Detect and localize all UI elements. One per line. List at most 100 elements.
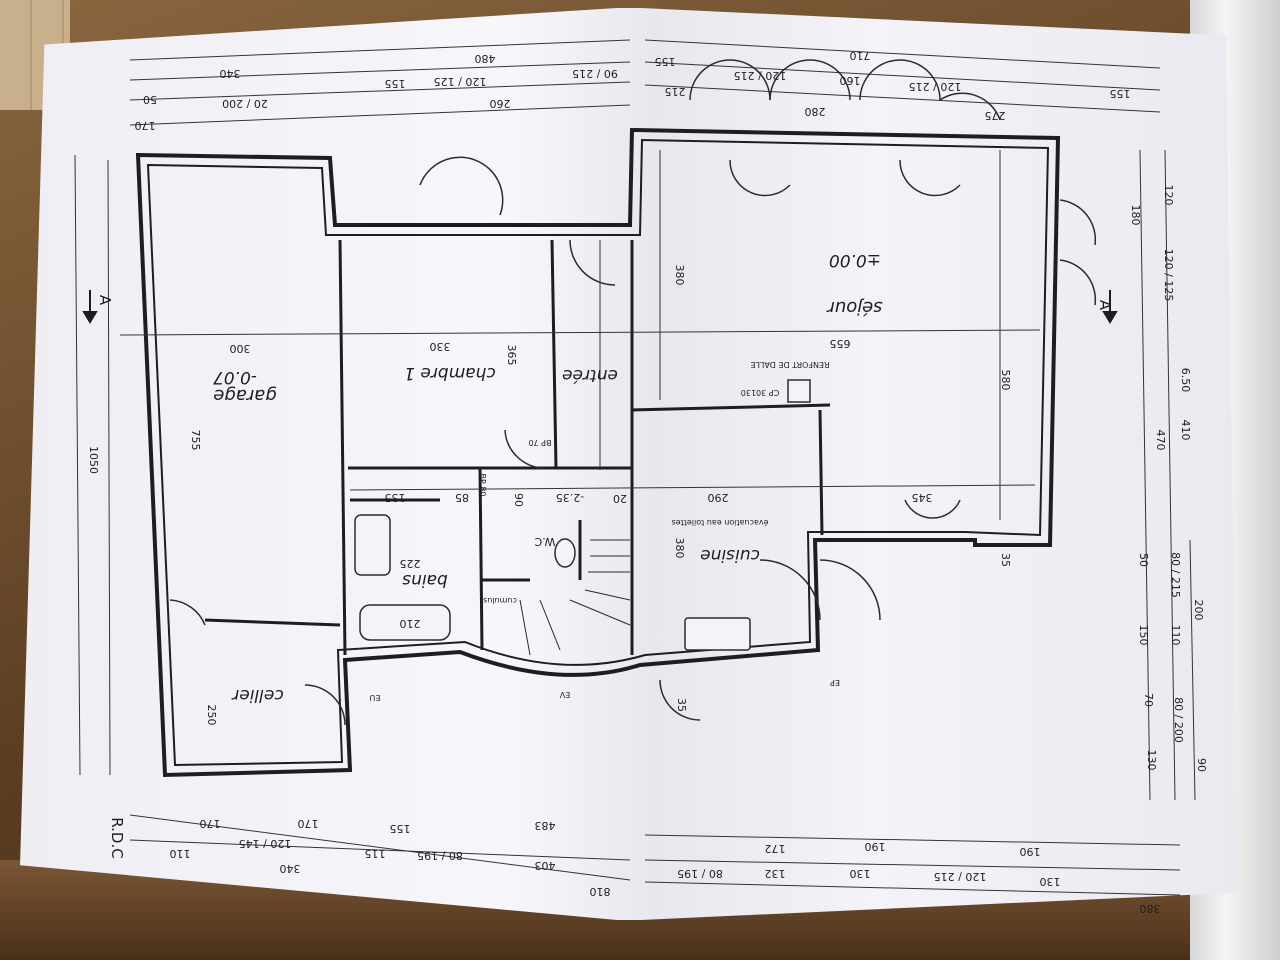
dim-label: 115: [365, 847, 386, 860]
interior-walls: [204, 239, 831, 656]
dim-label: 330: [430, 340, 451, 353]
dim-label: 50: [1137, 553, 1150, 567]
renfort-label: RENFORT DE DALLE: [750, 360, 829, 369]
dim-label: 580: [999, 370, 1012, 391]
bathroom-fixtures: [354, 379, 811, 651]
dim-label: 35: [675, 698, 688, 712]
dim-label: 210: [400, 617, 421, 630]
room-labels: garage -0.07 cellier chambre 1 entrée ba…: [213, 250, 883, 705]
dim-label: 90: [512, 493, 525, 507]
cumulus-label: cumulus: [483, 596, 517, 605]
room-label-bains: bains: [402, 570, 448, 590]
door-swings: [169, 59, 1097, 726]
dimension-lines: [74, 39, 1196, 896]
section-arrows: [82, 290, 1118, 324]
eu-label: EU: [369, 693, 380, 702]
room-label-cuisine: cuisine: [700, 545, 760, 565]
dim-label: 35: [999, 553, 1012, 567]
dim-label: 155: [655, 55, 676, 68]
dim-label: 6.50: [1179, 368, 1192, 393]
dim-label: 345: [912, 491, 933, 504]
dim-label: 130: [1040, 875, 1061, 888]
dim-label: 290: [708, 491, 729, 504]
dim-label: 80 / 215: [1169, 552, 1182, 598]
staircase: [519, 539, 631, 656]
dim-label: 1050: [87, 446, 100, 474]
ep-label: EP: [830, 678, 840, 687]
dim-label: 80 / 200: [1172, 697, 1185, 743]
dim-label: 380: [673, 538, 686, 559]
bp80-label: BP 80: [478, 473, 487, 496]
ev-label: EV: [559, 690, 570, 699]
room-label-cellier: cellier: [231, 685, 283, 705]
room-label-garage: garage: [213, 385, 276, 406]
evacuation-label: évacuation eau toilettes: [672, 518, 769, 528]
dim-label: 190: [865, 840, 886, 853]
dim-label: -2.35: [556, 491, 584, 504]
exterior-walls-inner: [146, 138, 1050, 767]
renfort-dalle-box: [787, 379, 811, 403]
dim-label: 340: [280, 862, 301, 875]
dim-label: 130: [1145, 750, 1158, 771]
dim-label: 215: [665, 85, 686, 98]
dim-label: 110: [1169, 625, 1182, 646]
dim-label: 170: [298, 817, 319, 830]
dim-label: 110: [170, 847, 191, 860]
room-label-chambre: chambre 1: [404, 363, 496, 383]
dim-label: 170: [135, 119, 156, 132]
dim-label: 260: [490, 97, 511, 110]
floor-plan-paper: [20, 8, 1238, 920]
dim-label: 170: [200, 817, 221, 830]
dim-label: 80 / 195: [677, 867, 723, 880]
kitchen-sink: [684, 617, 751, 651]
section-marker-left: A: [96, 295, 114, 306]
dim-label: 380: [1140, 902, 1161, 915]
dim-label: 180: [1129, 205, 1142, 226]
dim-label: 403: [535, 859, 556, 872]
dim-label: 85: [455, 491, 469, 504]
dimension-labels: 340 480 155 120 / 125 90 / 215 260 20 / …: [87, 49, 1208, 915]
dim-label: 90: [1195, 758, 1208, 772]
dim-label: 200: [1192, 600, 1205, 621]
dim-label: 120 / 215: [734, 69, 787, 82]
bp70-label: BP 70: [528, 438, 551, 447]
plan-title: R.D.C: [108, 817, 126, 858]
dim-label: 70: [1142, 693, 1155, 707]
dim-label: 225: [400, 557, 421, 570]
dim-label: 480: [475, 52, 496, 65]
dim-label: 120 / 145: [239, 837, 292, 850]
dim-label: 132: [765, 867, 786, 880]
dim-label: 50: [143, 93, 157, 106]
dim-label: 150: [1137, 625, 1150, 646]
room-level-sejour: ±0.00: [829, 250, 881, 270]
dim-label: 135: [385, 491, 406, 504]
dim-label: 20: [613, 492, 627, 505]
dim-label: 710: [850, 49, 871, 62]
dim-label: 380: [673, 265, 686, 286]
dim-label: 300: [230, 342, 251, 355]
dim-label: 755: [189, 430, 202, 451]
dim-label: 250: [205, 705, 218, 726]
room-label-sejour: séjour: [826, 297, 883, 318]
dim-label: 160: [840, 74, 861, 87]
dim-label: 655: [830, 337, 851, 350]
dim-label: 120 / 125: [1162, 249, 1175, 302]
room-level-garage: -0.07: [213, 367, 257, 387]
dim-label: 155: [1110, 87, 1131, 100]
room-label-wc: W.C: [534, 535, 555, 548]
exterior-walls: [135, 127, 1061, 778]
plan-annotations: R.D.C A A RENFORT DE DALLE CP 30130 évac…: [96, 295, 1114, 859]
dim-label: 483: [535, 819, 556, 832]
dim-label: 280: [805, 105, 826, 118]
section-marker-right: A: [1096, 300, 1114, 311]
dim-label: 155: [390, 822, 411, 835]
dim-label: 190: [1020, 845, 1041, 858]
double-sink: [354, 514, 391, 576]
dim-label: 155: [385, 77, 406, 90]
dim-label: 20 / 200: [222, 97, 268, 110]
dim-label: 90 / 215: [572, 67, 618, 80]
cp-label: CP 30130: [741, 388, 779, 397]
dim-label: 365: [505, 345, 518, 366]
dim-label: 130: [850, 867, 871, 880]
